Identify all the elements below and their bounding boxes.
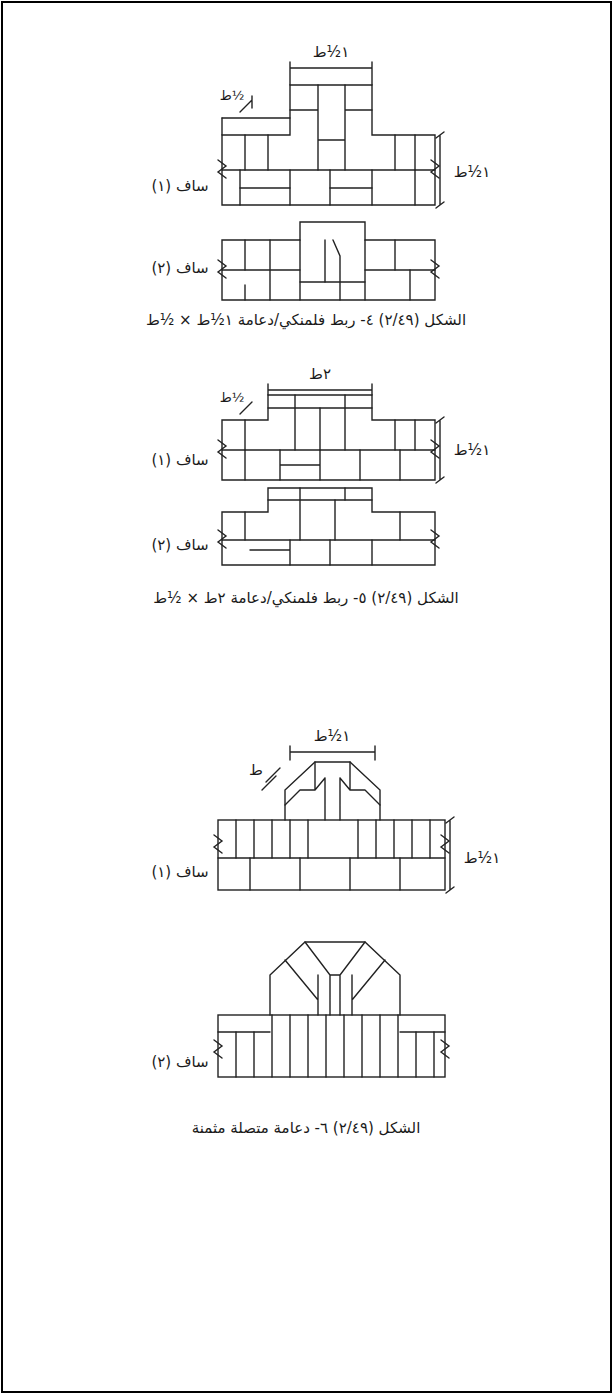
course-plan xyxy=(214,942,449,1077)
course-label: ساف (١) xyxy=(151,451,208,469)
dimension-line xyxy=(268,384,372,395)
dimension-text: ١½ط xyxy=(313,43,349,61)
course-label: ساف (١) xyxy=(151,863,208,881)
dimension-line xyxy=(436,417,444,483)
dimension-text: ½ط xyxy=(220,390,245,406)
course-plan xyxy=(218,488,439,565)
course-label: ساف (١) xyxy=(151,177,208,195)
course-plan xyxy=(218,222,439,300)
dimension-text: ١½ط xyxy=(464,849,500,867)
dimension-line xyxy=(262,768,280,790)
dimension-text: ١½ط xyxy=(454,163,490,181)
dimension-text: ١½ط xyxy=(454,441,490,459)
course-label: ساف (٢) xyxy=(151,259,208,277)
course-label: ساف (٢) xyxy=(151,1053,208,1071)
course-plan xyxy=(218,85,439,205)
dimension-line xyxy=(290,62,372,85)
course-plan xyxy=(218,395,439,480)
dimension-text: ط xyxy=(249,761,263,779)
figure-caption: الشكل (٢/٤٩) ٦- دعامة متصلة مثمنة xyxy=(192,1119,421,1137)
dimension-text: ١½ط xyxy=(314,727,350,745)
figure-caption: الشكل (٢/٤٩) ٤- ربط فلمنكي/دعامة ١½ط × ½… xyxy=(146,311,466,329)
figure-caption: الشكل (٢/٤٩) ٥- ربط فلمنكي/دعامة ٢ط × ½ط xyxy=(153,589,459,607)
dimension-line xyxy=(290,746,375,760)
course-label: ساف (٢) xyxy=(151,536,208,554)
dimension-line xyxy=(436,132,444,208)
dimension-line xyxy=(446,817,454,893)
course-plan xyxy=(214,762,449,890)
dimension-text: ٢ط xyxy=(309,365,331,383)
dimension-text: ½ط xyxy=(220,88,245,104)
